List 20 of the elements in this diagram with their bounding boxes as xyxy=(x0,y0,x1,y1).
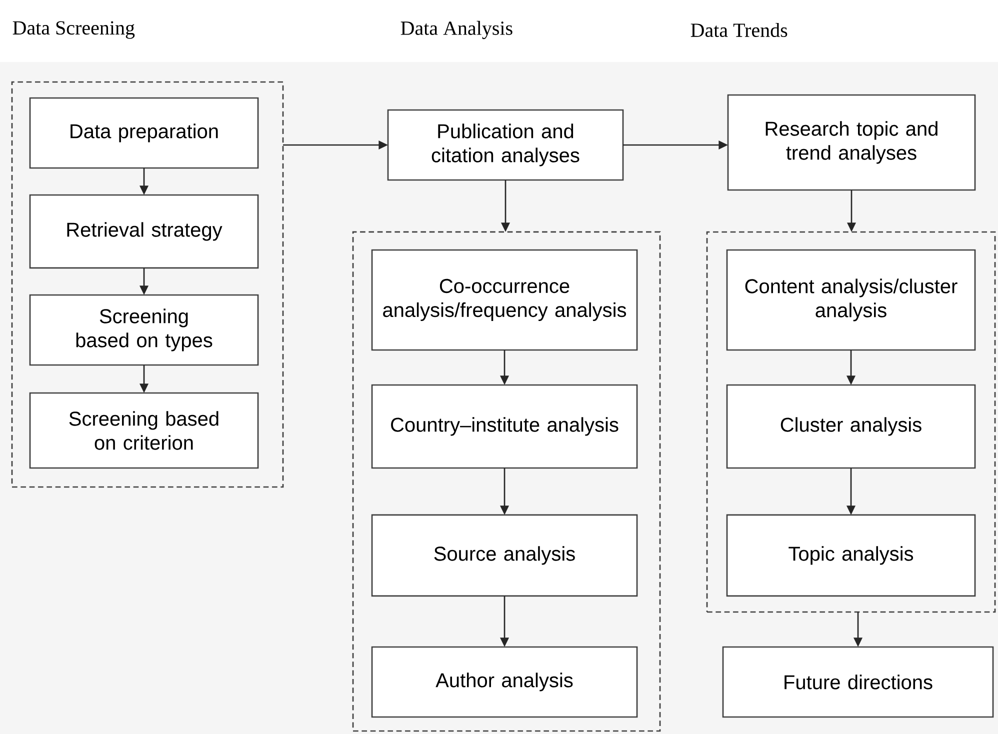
dashed-group-box xyxy=(11,81,284,488)
process-box: Country–institute analysis xyxy=(371,384,638,469)
process-box: Screening based on criterion xyxy=(29,392,259,469)
dashed-group-box xyxy=(706,231,996,613)
process-box: Future directions xyxy=(722,646,994,718)
process-box: Screening based on types xyxy=(29,294,259,366)
process-box: Data preparation xyxy=(29,97,259,169)
process-box: Topic analysis xyxy=(726,514,976,597)
process-box: Publication and citation analyses xyxy=(387,109,624,181)
section-heading: Data Screening xyxy=(12,21,135,39)
dashed-group-box xyxy=(352,231,661,732)
process-box: Author analysis xyxy=(371,646,638,718)
process-box: Content analysis/cluster analysis xyxy=(726,249,976,351)
section-heading: Data Analysis xyxy=(400,20,512,40)
process-box: Co-occurrence analysis/frequency analysis xyxy=(371,249,638,351)
process-box: Cluster analysis xyxy=(726,384,976,469)
section-heading: Data Trends xyxy=(690,22,788,38)
process-box: Source analysis xyxy=(371,514,638,597)
process-box: Research topic and trend analyses xyxy=(727,94,976,191)
process-box: Retrieval strategy xyxy=(29,194,259,269)
